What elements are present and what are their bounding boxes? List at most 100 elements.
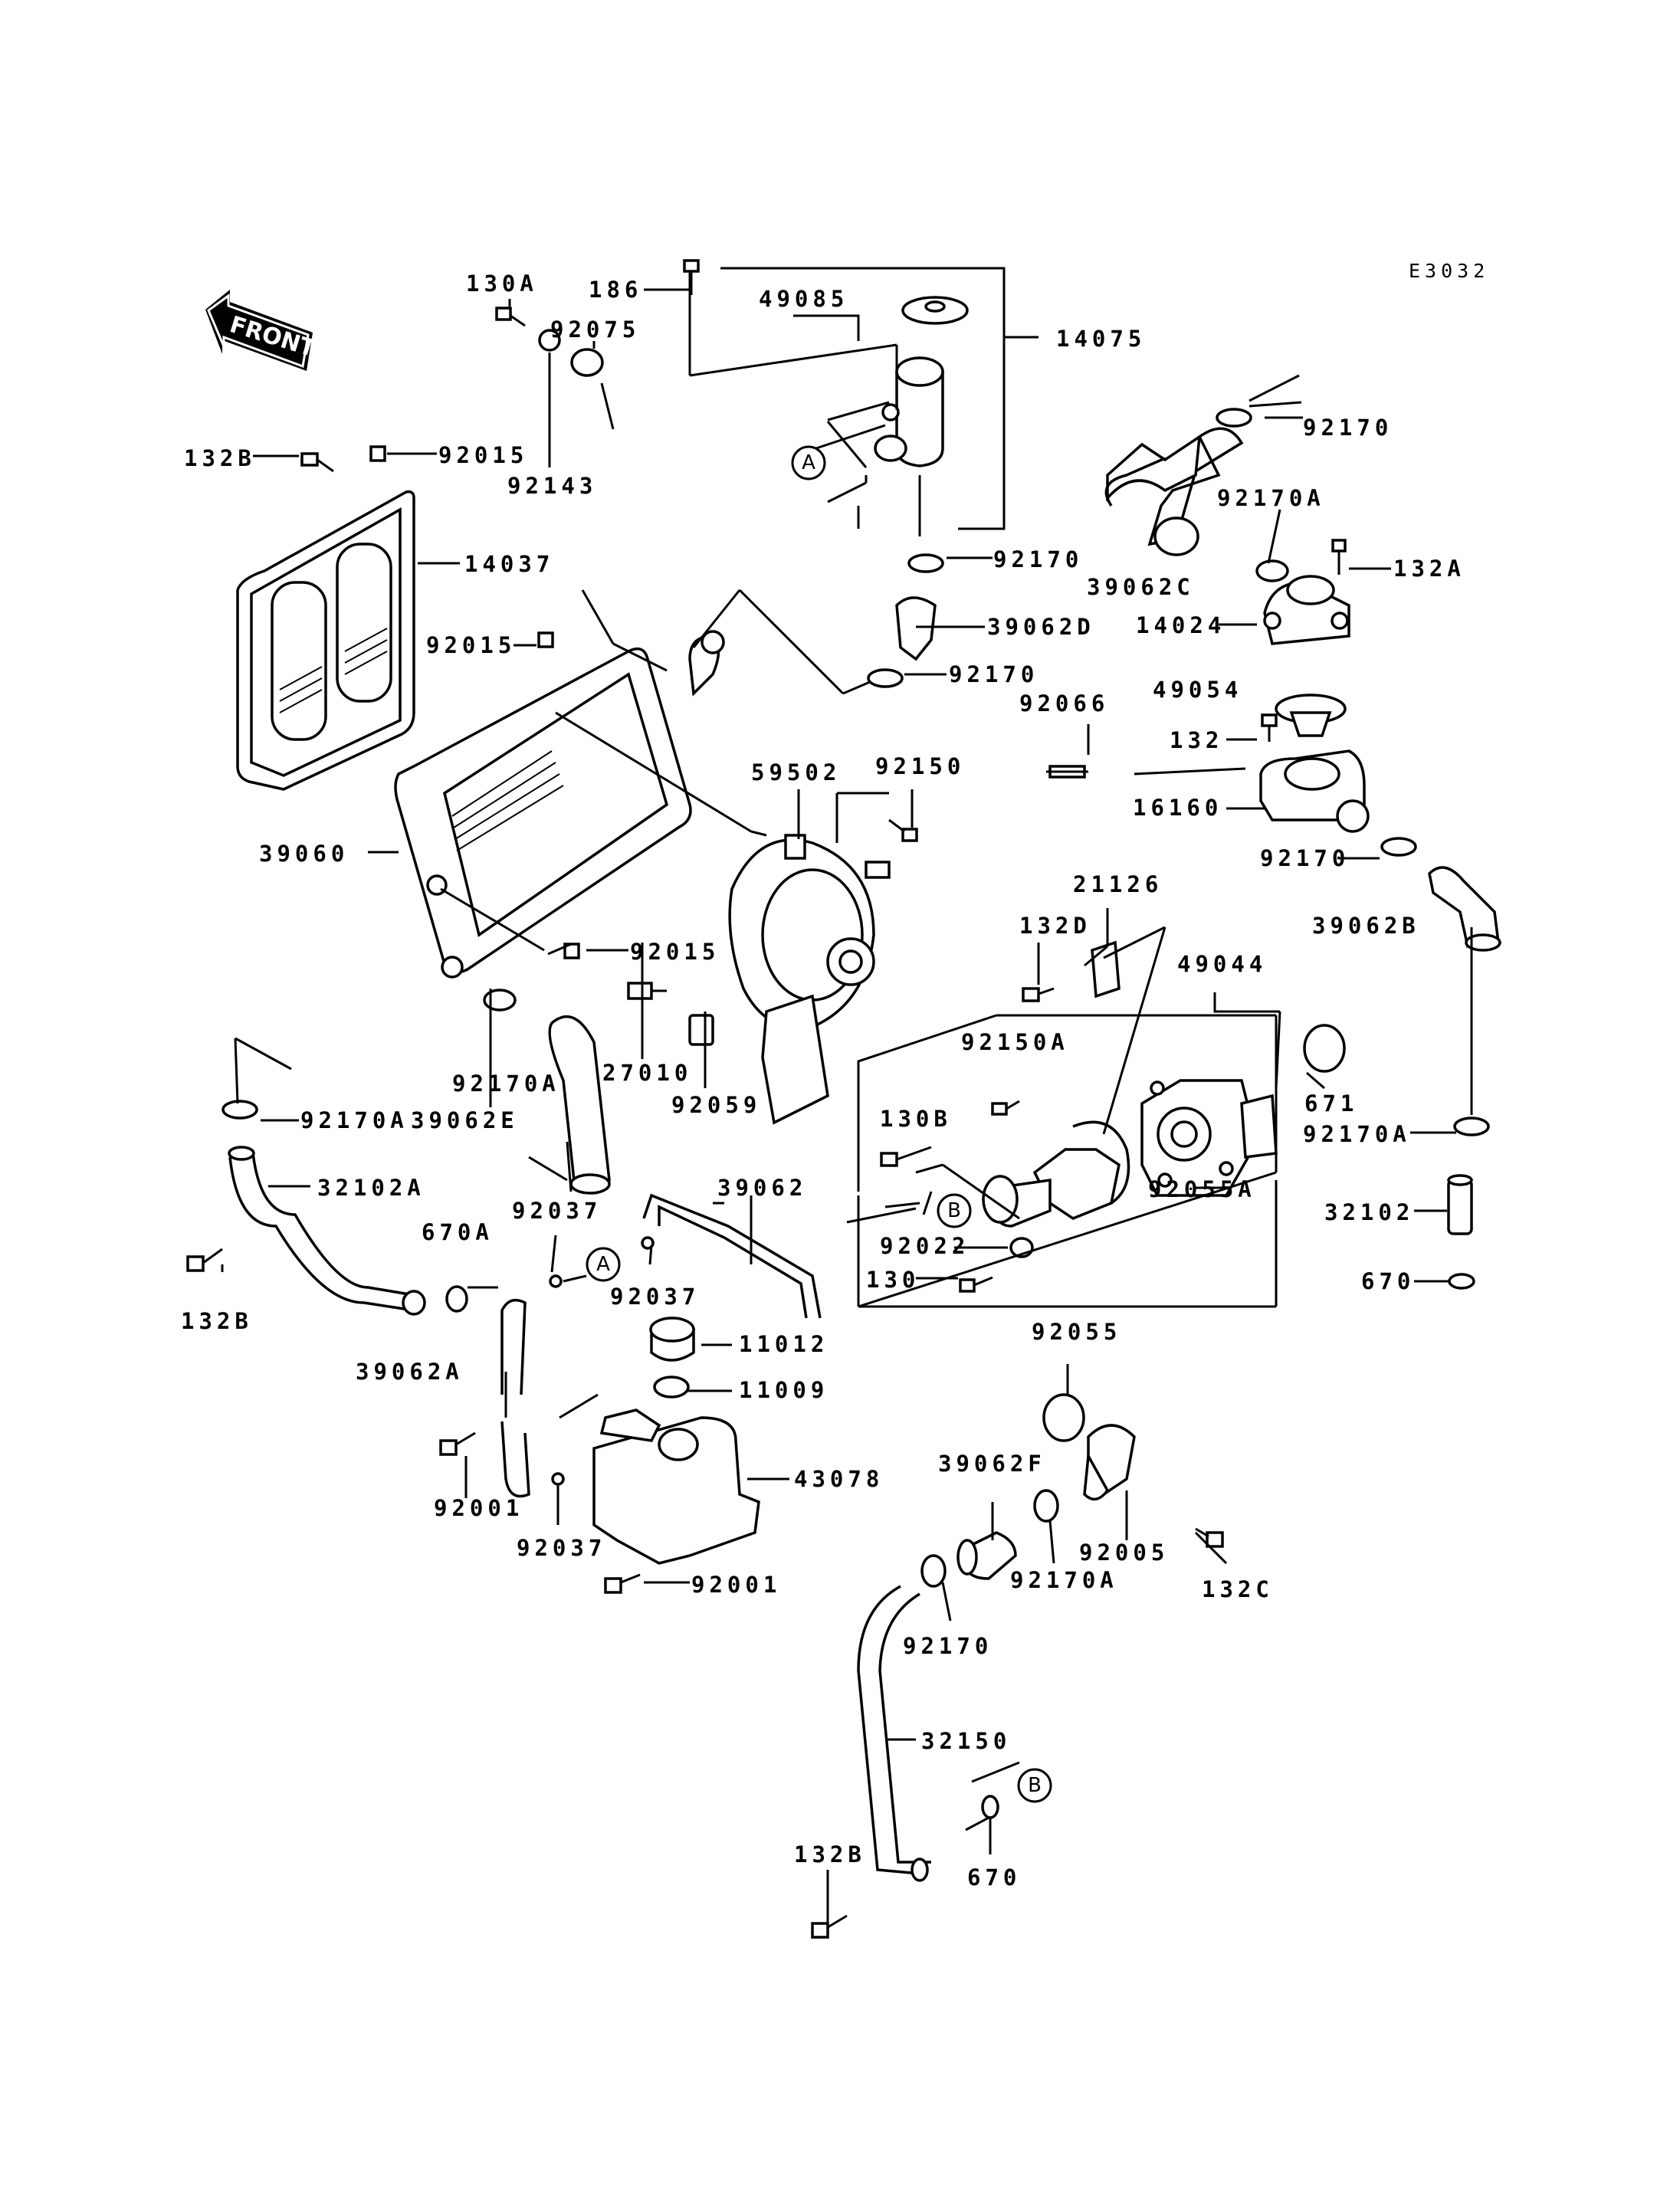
ref-a-bottom-label: A: [596, 1253, 610, 1276]
label-92037-b: 92037: [610, 1284, 700, 1310]
part-housing-16160: [1259, 749, 1370, 833]
clamp-92170-c: [867, 668, 904, 688]
part-radiator-39060: [394, 630, 725, 979]
ref-b-bottom-label: B: [1028, 1774, 1042, 1797]
label-132B-top: 132B: [184, 445, 256, 471]
label-32102A: 32102A: [317, 1175, 425, 1201]
part-hose-39062D: [895, 596, 937, 661]
label-92143: 92143: [507, 473, 597, 499]
label-92059: 92059: [671, 1092, 761, 1118]
label-671: 671: [1304, 1090, 1358, 1117]
clamp-92170-b: [1216, 408, 1252, 428]
grommet-92075: [570, 348, 604, 377]
part-filler-neck-14075: [874, 296, 969, 467]
part-water-pump-49044: [1140, 1079, 1278, 1197]
part-pump-cover-92055A: [982, 1120, 1130, 1228]
label-49044: 49044: [1177, 951, 1267, 977]
part-hose-39062F: [956, 1531, 1017, 1580]
label-39062F: 39062F: [938, 1451, 1046, 1477]
label-39062B: 39062B: [1312, 913, 1420, 939]
sensor-27010: [627, 982, 667, 1000]
label-92170-b: 92170: [993, 546, 1083, 572]
label-32102: 32102: [1324, 1199, 1414, 1225]
label-92001-a: 92001: [434, 1495, 523, 1521]
bolt-92150A: [991, 1100, 1020, 1116]
clamp-92170A-e: [1033, 1489, 1059, 1523]
collar-92059: [688, 1014, 714, 1046]
bolt-130A: [495, 307, 526, 327]
oring-670A: [445, 1285, 468, 1313]
part-hose-32102A: [228, 1146, 426, 1316]
ref-b-top-label: B: [947, 1199, 961, 1222]
label-92170A-c: 92170A: [1303, 1121, 1411, 1147]
bolt-186: [683, 259, 700, 295]
part-thermostat-49054: [1275, 694, 1347, 737]
label-14037: 14037: [464, 551, 554, 577]
ref-circle-a-top: A: [791, 445, 826, 480]
ref-circle-a-bottom: A: [586, 1247, 621, 1282]
bolt-92001-b: [604, 1573, 641, 1594]
bolt-132C: [1195, 1527, 1224, 1548]
label-43078: 43078: [794, 1466, 884, 1492]
label-92015-top: 92015: [438, 442, 528, 468]
leader-lines: [221, 267, 1473, 1927]
label-92066: 92066: [1019, 690, 1109, 716]
clip-92037-c: [551, 1472, 565, 1486]
clamp-92170-e: [920, 1554, 947, 1588]
label-132A: 132A: [1393, 556, 1465, 582]
label-11012: 11012: [739, 1331, 829, 1357]
clamp-92170A-b: [483, 989, 517, 1012]
label-92170A-b: 92170A: [452, 1071, 560, 1097]
label-92170-e: 92170: [903, 1633, 993, 1659]
label-39062D: 39062D: [987, 614, 1095, 640]
label-92005: 92005: [1079, 1540, 1169, 1566]
label-92150: 92150: [875, 753, 965, 779]
clamp-92170-d: [1380, 837, 1417, 857]
label-670-a: 670: [1361, 1268, 1415, 1294]
label-92170-a: 92170: [1303, 415, 1393, 441]
clip-92037-a: [549, 1274, 563, 1288]
label-92170A-a: 92170A: [1217, 485, 1325, 511]
label-132B-left: 132B: [181, 1308, 253, 1334]
label-39060: 39060: [259, 841, 349, 867]
label-16160: 16160: [1133, 795, 1222, 821]
label-11009: 11009: [739, 1377, 829, 1403]
part-gasket-11009: [653, 1376, 690, 1399]
part-hose-39062A: [500, 1298, 530, 1498]
part-shroud-14037: [236, 490, 415, 791]
part-reservoir-43078: [592, 1408, 760, 1565]
part-pipe-32150: [857, 1585, 931, 1882]
label-132B-bottom: 132B: [794, 1841, 866, 1867]
diagram-code: E3032: [1409, 260, 1489, 282]
ref-circle-b-top: B: [937, 1193, 972, 1228]
grommet-92143: [538, 329, 561, 352]
clip-92037-b: [641, 1236, 655, 1250]
bolt-92001-a: [439, 1431, 476, 1456]
label-39062E: 39062E: [411, 1107, 519, 1133]
oring-670-a: [1448, 1273, 1475, 1290]
part-oring-671: [1303, 1024, 1346, 1073]
part-hose-39062: [642, 1193, 822, 1319]
bolt-132B-bottom: [811, 1914, 848, 1939]
label-92015-mid: 92015: [426, 632, 516, 658]
label-39062C: 39062C: [1087, 574, 1195, 600]
label-32150: 32150: [921, 1728, 1011, 1754]
label-21126: 21126: [1073, 871, 1163, 897]
label-39062: 39062: [717, 1175, 807, 1201]
ref-a-top-label: A: [802, 451, 815, 474]
label-92075: 92075: [550, 316, 640, 343]
label-132D: 132D: [1019, 913, 1091, 939]
bolt-132A: [1331, 539, 1347, 575]
fasteners: [186, 259, 1490, 1939]
label-92001-b: 92001: [691, 1572, 781, 1598]
bracket-21126: [1091, 940, 1121, 998]
clamp-92170-a: [907, 553, 944, 573]
label-49085: 49085: [759, 286, 848, 312]
bolt-132: [1261, 713, 1278, 742]
part-pipe-32102: [1447, 1174, 1473, 1235]
label-92150A: 92150A: [961, 1029, 1069, 1055]
part-hose-39062E: [548, 1015, 611, 1195]
label-92170A-e: 92170A: [1010, 1567, 1118, 1593]
label-92015-bottom: 92015: [630, 939, 720, 965]
